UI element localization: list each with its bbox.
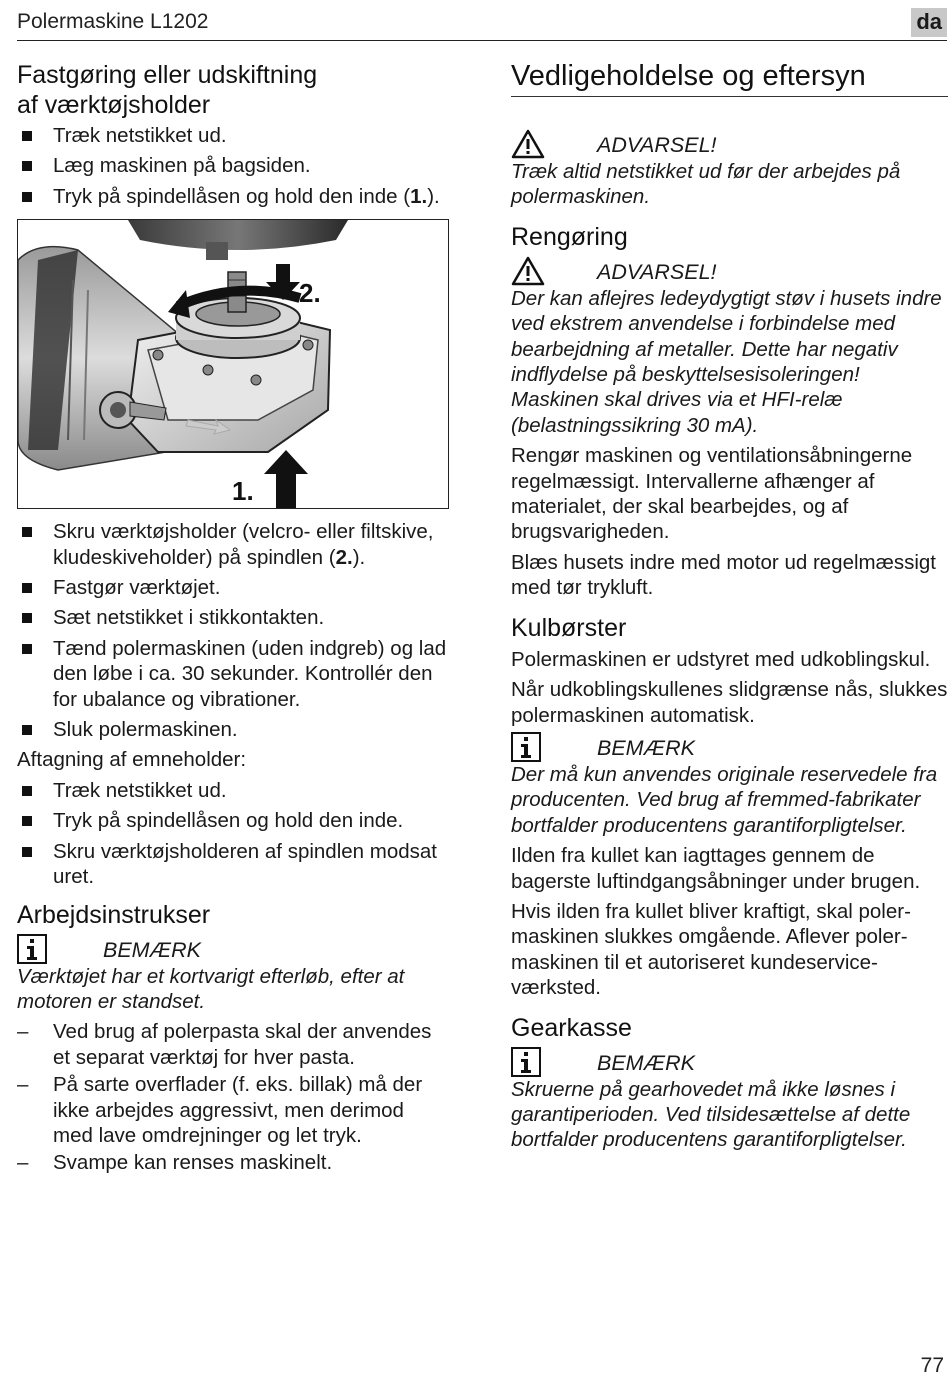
bullet-square-icon — [22, 191, 32, 202]
steps-removal-list: Træk netstikket ud. Tryk på spindellåsen… — [17, 778, 449, 890]
list-item: Træk netstikket ud. — [17, 778, 449, 803]
notice-text: Der må kun anvendes originale reservedel… — [511, 762, 938, 837]
bullet-square-icon — [22, 527, 32, 538]
bullet-square-icon — [22, 161, 32, 172]
figure-label-1: 1. — [232, 476, 254, 506]
polisher-drawing: 2. 1. — [18, 220, 348, 509]
page-number: 77 — [920, 1354, 944, 1377]
section-title-work-instructions: Arbejdsinstrukser — [17, 900, 211, 929]
list-item: –Ved brug af polerpasta skal der anvende… — [17, 1020, 432, 1069]
work-instructions-list: –Ved brug af polerpasta skal der anvende… — [17, 1019, 449, 1175]
bullet-square-icon — [22, 725, 32, 736]
notice-text: Værktøjet har et kortvarigt efterløb, ef… — [17, 964, 405, 1013]
notice-text: Skruerne på gearhovedet må ikke løsnes i… — [511, 1077, 911, 1152]
notice-block: BEMÆRK — [511, 731, 948, 762]
list-item: –På sarte overflader (f. eks. billak) må… — [17, 1073, 423, 1147]
list-item: Sluk polermaskinen. — [17, 717, 449, 742]
warning-block: ADVARSEL! — [511, 129, 948, 159]
steps-attach-list: Træk netstikket ud. Læg maskinen på bags… — [17, 123, 449, 209]
bullet-square-icon — [22, 131, 32, 141]
list-item: Træk netstikket ud. — [17, 123, 449, 148]
section-title-gearbox: Gearkasse — [511, 1013, 632, 1042]
list-item: Tryk på spindellåsen og hold den inde (1… — [17, 184, 449, 209]
arrow-down-icon — [266, 264, 300, 301]
document-title: Polermaskine L1202 — [17, 10, 209, 33]
warning-label: ADVARSEL! — [597, 133, 717, 157]
section-title-maintenance: Vedligeholdelse og eftersyn — [511, 60, 866, 92]
list-item: Tænd polermaskinen (uden indgreb) og lad… — [17, 636, 449, 712]
paragraph: Ilden fra kullet kan iagttages gennem de… — [511, 844, 921, 893]
bullet-square-icon — [22, 583, 32, 594]
left-column: Fastgøring eller udskiftning af værktøjs… — [17, 58, 449, 1178]
section-title-carbon-brushes: Kulbørster — [511, 613, 627, 642]
page-header: Polermaskine L1202 da — [17, 8, 947, 41]
notice-block: BEMÆRK — [511, 1046, 948, 1077]
notice-label: BEMÆRK — [103, 937, 201, 962]
list-item: Sæt netstikket i stikkontakten. — [17, 605, 449, 630]
paragraph: Blæs husets indre med motor ud regelmæss… — [511, 550, 936, 600]
bullet-square-icon — [22, 816, 32, 827]
notice-label: BEMÆRK — [597, 735, 695, 760]
warning-triangle-icon — [511, 256, 545, 286]
title-divider — [511, 96, 948, 97]
bullet-square-icon — [22, 613, 32, 624]
list-item: Tryk på spindellåsen og hold den inde. — [17, 808, 449, 833]
section-title-tool-holder: Fastgøring eller udskiftning af værktøjs… — [17, 61, 318, 119]
info-icon — [17, 933, 47, 964]
warning-label: ADVARSEL! — [597, 259, 717, 284]
removal-label: Aftagning af emneholder: — [17, 748, 247, 772]
figure-label-2: 2. — [299, 278, 321, 308]
list-item: Skru værktøjsholderen af spindlen modsat… — [17, 839, 449, 890]
polisher-spindle-illustration: 2. 1. — [17, 219, 449, 510]
warning-text: Træk altid netstikket ud før der arbejde… — [511, 160, 901, 209]
notice-label: BEMÆRK — [597, 1050, 695, 1075]
arrow-up-icon — [264, 450, 308, 509]
paragraph: Hvis ilden fra kullet bliver kraftigt, s… — [511, 899, 911, 1000]
paragraph: Polermaskinen er udstyret med udkoblings… — [511, 647, 931, 671]
bullet-square-icon — [22, 846, 32, 857]
warning-text: Der kan aflejres ledeydygtigt støv i hus… — [511, 286, 942, 437]
section-title-cleaning: Rengøring — [511, 222, 628, 251]
paragraph: Rengør maskinen og ventilationsåbningern… — [511, 444, 913, 544]
bullet-square-icon — [22, 785, 32, 796]
info-icon — [511, 1046, 541, 1077]
language-badge: da — [911, 8, 947, 37]
bullet-square-icon — [22, 643, 32, 654]
warning-block: ADVARSEL! — [511, 256, 948, 286]
info-icon — [511, 731, 541, 762]
list-item: –Svampe kan renses maskinelt. — [17, 1151, 333, 1175]
notice-block: BEMÆRK — [17, 933, 449, 964]
list-item: Læg maskinen på bagsiden. — [17, 153, 449, 178]
steps-mount-list: Skru værktøjsholder (velcro- eller filts… — [17, 519, 449, 742]
list-item: Skru værktøjsholder (velcro- eller filts… — [17, 519, 449, 570]
warning-triangle-icon — [511, 129, 545, 159]
paragraph: Når udkoblingskullenes slidgrænse nås, s… — [511, 678, 948, 727]
list-item: Fastgør værktøjet. — [17, 575, 449, 600]
right-column: Vedligeholdelse og eftersyn ADVARSEL! Tr… — [511, 58, 948, 1153]
